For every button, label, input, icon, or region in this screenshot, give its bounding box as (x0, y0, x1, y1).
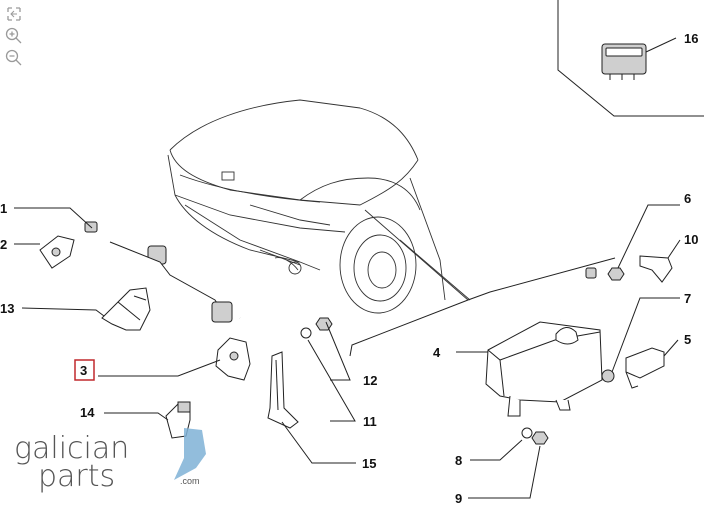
inset-frame (557, 0, 704, 117)
part-pipe-15[interactable] (267, 351, 299, 429)
callout-16[interactable]: 16 (684, 31, 698, 46)
callout-11[interactable]: 11 (363, 414, 377, 429)
callout-1[interactable]: 1 (0, 201, 7, 216)
part-bracket-13[interactable] (101, 287, 151, 331)
callout-14[interactable]: 14 (80, 405, 95, 420)
callout-8[interactable]: 8 (455, 453, 462, 468)
car-illustration (167, 99, 616, 357)
zoom-in-icon[interactable] (4, 26, 24, 46)
part-washer-pump[interactable] (601, 347, 665, 389)
part-washer-11-12[interactable] (300, 317, 333, 339)
zoom-out-icon[interactable] (4, 48, 24, 68)
callout-12[interactable]: 12 (363, 373, 377, 388)
callout-5[interactable]: 5 (684, 332, 691, 347)
leader-lines (14, 37, 681, 499)
part-washer-hose-assembly[interactable] (84, 221, 242, 323)
part-reservoir[interactable] (485, 267, 603, 417)
selected-callout-box (74, 359, 95, 381)
part-relay[interactable] (601, 43, 647, 80)
callout-9[interactable]: 9 (455, 491, 462, 506)
callout-13[interactable]: 13 (0, 301, 14, 316)
callout-10[interactable]: 10 (684, 232, 698, 247)
part-grommet-8-9[interactable] (521, 427, 549, 445)
logo-word-parts: parts (38, 459, 115, 494)
callout-7[interactable]: 7 (684, 291, 691, 306)
callout-4[interactable]: 4 (433, 345, 441, 360)
fit-screen-icon[interactable] (4, 4, 24, 24)
logo-word-galician: galician (14, 431, 129, 466)
part-level-sensor[interactable] (607, 255, 673, 283)
part-nozzle-left[interactable] (39, 235, 75, 269)
logo-suffix: .com (180, 476, 200, 486)
galicianparts-logo: galician parts .com (14, 428, 206, 494)
callout-2[interactable]: 2 (0, 237, 7, 252)
viewer-toolbar (4, 4, 26, 70)
callout-3[interactable]: 3 (80, 363, 87, 378)
callout-6[interactable]: 6 (684, 191, 691, 206)
callout-15[interactable]: 15 (362, 456, 376, 471)
part-bracket-3[interactable] (215, 337, 251, 381)
